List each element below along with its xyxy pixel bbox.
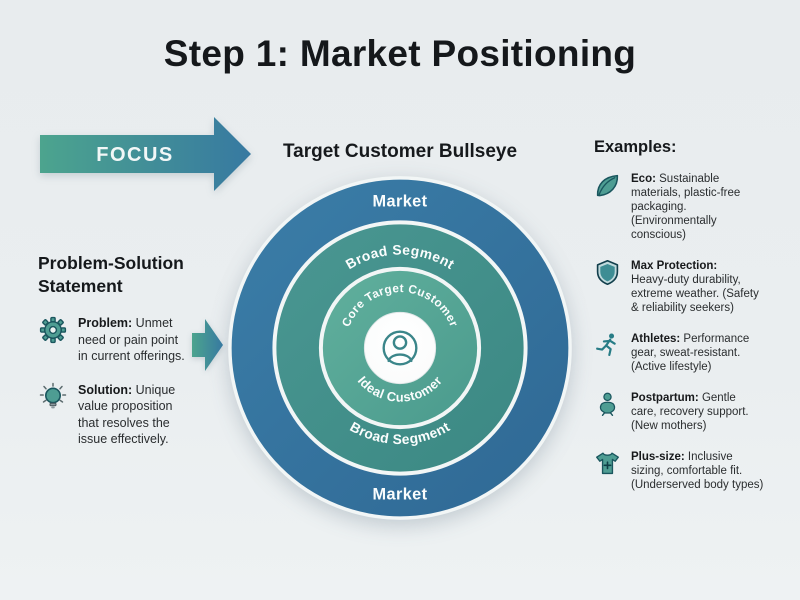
market-label-bottom: Market bbox=[373, 485, 428, 503]
example-text-block: Plus-size: Inclusive sizing, comfortable… bbox=[631, 450, 763, 492]
market-label-top: Market bbox=[373, 193, 428, 211]
connector-arrow-shape bbox=[192, 319, 223, 371]
shield-icon bbox=[596, 259, 619, 286]
lightbulb-icon bbox=[39, 382, 67, 408]
example-text-block: Max Protection: Heavy-duty durability, e… bbox=[631, 259, 759, 315]
solution-text: Unique value proposition that resolves t… bbox=[78, 382, 176, 447]
example-text: Heavy-duty durability, extreme weather. … bbox=[631, 274, 759, 314]
person-icon bbox=[382, 330, 418, 366]
bullseye-diagram: Market Broad Segment Core Target Custome… bbox=[228, 176, 572, 520]
example-item-plus-size: Plus-size: Inclusive sizing, comfortable… bbox=[594, 450, 796, 492]
solution-label: Solution: bbox=[78, 382, 133, 397]
example-text: Sustainable materials, plastic-free pack… bbox=[631, 173, 741, 241]
focus-label: FOCUS bbox=[96, 144, 174, 166]
focus-arrow-shape bbox=[40, 117, 251, 191]
example-text-block: Athletes: Performance gear, sweat-resist… bbox=[631, 332, 749, 374]
problem-label: Problem: bbox=[78, 316, 133, 330]
page-title: Step 1: Market Positioning bbox=[163, 33, 637, 74]
example-label: Max Protection: bbox=[631, 260, 718, 272]
example-item-postpartum: Postpartum: Gentle care, recovery suppor… bbox=[594, 391, 796, 433]
problem-text: Unmet need or pain point in current offe… bbox=[78, 316, 185, 363]
focus-arrow: FOCUS bbox=[40, 117, 251, 191]
example-text: Inclusive sizing, comfortable fit. (Unde… bbox=[631, 451, 764, 491]
problem-solution-section: Problem-Solution Statement Problem: bbox=[38, 252, 214, 448]
example-label: Plus-size: bbox=[631, 451, 685, 463]
problem-solution-heading: Problem-Solution Statement bbox=[38, 253, 184, 296]
example-text: Performance gear, sweat-resistant. (Acti… bbox=[631, 333, 750, 373]
leaf-icon bbox=[596, 174, 619, 197]
tshirt-icon bbox=[596, 452, 619, 475]
example-item-athletes: Athletes: Performance gear, sweat-resist… bbox=[594, 332, 796, 374]
example-text-block: Postpartum: Gentle care, recovery suppor… bbox=[631, 391, 749, 433]
example-item-max-protection: Max Protection: Heavy-duty durability, e… bbox=[594, 259, 796, 315]
examples-heading: Examples: bbox=[594, 138, 677, 156]
solution-text-block: Solution: Unique value proposition that … bbox=[78, 382, 175, 448]
example-text-block: Eco: Sustainable materials, plastic-free… bbox=[631, 172, 740, 242]
examples-section: Examples: Eco: Sustainable materials, pl… bbox=[594, 138, 796, 509]
example-label: Postpartum: bbox=[631, 392, 699, 404]
bullseye-heading: Target Customer Bullseye bbox=[282, 141, 518, 162]
runner-icon bbox=[596, 333, 616, 357]
baby-icon bbox=[599, 392, 616, 417]
gear-icon bbox=[39, 316, 67, 344]
example-text: Gentle care, recovery support. (New moth… bbox=[631, 392, 749, 432]
connector-arrow bbox=[192, 319, 223, 371]
problem-text-block: Problem: Unmet need or pain point in cur… bbox=[78, 315, 185, 365]
example-label: Eco: bbox=[631, 173, 656, 185]
example-label: Athletes: bbox=[631, 333, 681, 345]
example-item-eco: Eco: Sustainable materials, plastic-free… bbox=[594, 172, 796, 242]
problem-item: Problem: Unmet need or pain point in cur… bbox=[38, 315, 214, 365]
solution-item: Solution: Unique value proposition that … bbox=[38, 382, 214, 448]
